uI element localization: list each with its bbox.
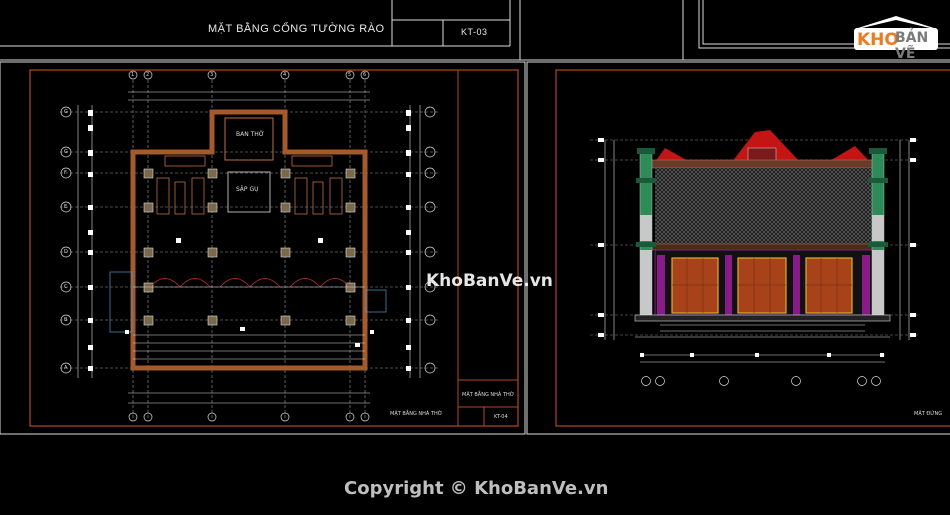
axis-number: 4	[283, 72, 287, 78]
axis-number: 1	[131, 72, 135, 78]
copyright-text: Copyright © KhoBanVe.vn	[344, 478, 609, 499]
axis-number: 5	[348, 72, 352, 78]
axis-label: F	[64, 170, 67, 176]
plan-caption: MẶT BẰNG NHÀ THỜ	[390, 411, 443, 417]
axis-label: C	[64, 284, 68, 290]
axis-label: E	[64, 204, 68, 210]
axis-number: 3	[210, 72, 214, 78]
axis-label: A	[64, 365, 68, 371]
room-label-sap-gu: SẬP GỤ	[236, 186, 259, 193]
axis-label: G	[64, 109, 68, 115]
watermark-text: KhoBanVe.vn	[426, 271, 553, 291]
axis-label: D	[64, 249, 68, 255]
axis-label: G	[64, 149, 68, 155]
plan-code: KT-04	[494, 414, 508, 420]
axis-number: 2	[146, 72, 150, 78]
axis-number: 6	[363, 72, 367, 78]
logo-part-2: BẢN VẼ	[895, 30, 929, 62]
house-roof-icon	[854, 16, 938, 50]
elevation-caption: MẶT ĐỨNG	[914, 411, 943, 417]
logo-part-1: KHO	[857, 30, 899, 50]
sheet-title: MẶT BẰNG CỔNG TƯỜNG RÀO	[208, 23, 385, 35]
room-label-ban-tho: BAN THỜ	[236, 131, 265, 138]
sheet-code: KT-03	[461, 27, 488, 37]
axis-label: B	[64, 317, 68, 323]
site-logo[interactable]: KHO BẢN VẼ	[850, 14, 942, 62]
plan-side-caption: MẶT BẰNG NHÀ THỜ	[462, 392, 515, 398]
